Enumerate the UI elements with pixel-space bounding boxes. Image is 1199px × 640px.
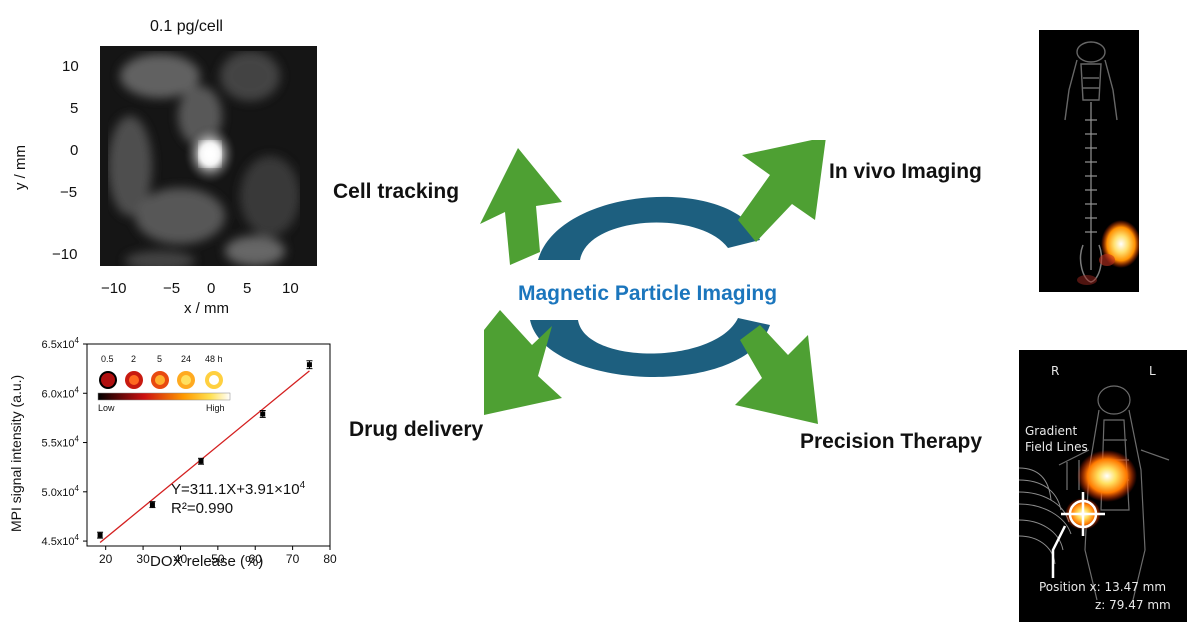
- center-title: Magnetic Particle Imaging: [518, 282, 778, 305]
- fit-r-squared: R²=0.990: [171, 500, 234, 517]
- data-point: [260, 411, 266, 417]
- cell-y-tick: −5: [60, 184, 78, 201]
- cell-tracking-heatmap: [100, 46, 317, 266]
- x-tick-label: 80: [323, 552, 337, 566]
- arrow-bottom-left: [484, 310, 562, 415]
- y-tick-label: 5.0x104: [42, 484, 80, 499]
- data-point: [198, 458, 204, 464]
- cell-y-tick: 0: [70, 142, 79, 159]
- field-label-line2: Field Lines: [1025, 440, 1088, 454]
- position-line1: Position x: 13.47 mm: [1039, 580, 1167, 594]
- time-label: 24: [181, 354, 192, 364]
- heat-dots: [99, 371, 223, 389]
- data-point: [149, 502, 155, 508]
- mpi-cycle-diagram: [480, 140, 826, 424]
- time-label: 2: [131, 354, 137, 364]
- plot-frame: [86, 343, 331, 547]
- field-label-line1: Gradient: [1025, 424, 1078, 438]
- cell-x-tick: 0: [207, 280, 216, 297]
- label-in-vivo-imaging: In vivo Imaging: [829, 160, 982, 183]
- chart-y-axis-label: MPI signal intensity (a.u.): [8, 374, 24, 532]
- cell-y-tick: 5: [70, 100, 79, 117]
- marker-left: L: [1149, 364, 1156, 378]
- time-label: 0.5: [101, 354, 114, 364]
- label-drug-delivery: Drug delivery: [349, 418, 484, 441]
- cell-x-tick: 10: [282, 280, 299, 297]
- arrow-top-right: [738, 140, 826, 242]
- color-scale-bar: [97, 392, 231, 401]
- arrow-top-left: [480, 148, 562, 265]
- label-precision-therapy: Precision Therapy: [800, 430, 983, 453]
- label-cell-tracking: Cell tracking: [333, 180, 460, 203]
- position-line2: z: 79.47 mm: [1095, 598, 1171, 612]
- time-label: 48 h: [205, 354, 223, 364]
- x-tick-label: 60: [249, 552, 263, 566]
- cell-y-tick: −10: [52, 246, 78, 263]
- data-point: [97, 532, 103, 538]
- cell-x-tick: −5: [163, 280, 181, 297]
- cell-y-axis-label: y / mm: [12, 145, 29, 190]
- y-tick-label: 6.5x104: [42, 336, 80, 351]
- x-tick-label: 70: [286, 552, 300, 566]
- x-tick-label: 30: [136, 552, 150, 566]
- x-tick-label: 40: [174, 552, 188, 566]
- cell-x-tick: 5: [243, 280, 252, 297]
- data-point: [306, 362, 312, 368]
- chart-x-axis-label: DOX release (%): [150, 553, 264, 570]
- y-tick-label: 4.5x104: [42, 533, 80, 548]
- upper-arc: [538, 196, 760, 260]
- cell-image-title: 0.1 pg/cell: [150, 18, 223, 35]
- x-tick-label: 20: [99, 552, 113, 566]
- x-tick-label: 50: [211, 552, 225, 566]
- time-label: 5: [157, 354, 163, 364]
- scale-high-label: High: [206, 403, 225, 413]
- drug-delivery-chart: 20 30 40 50 60 70 80 4.5x104 5.0x104 5.5x104 6.0x1…: [42, 336, 337, 566]
- precision-therapy-image: R L Gradient Field Lines Position x: 13.…: [1019, 350, 1187, 622]
- cell-x-axis-label: x / mm: [184, 300, 229, 317]
- cell-x-tick: −10: [101, 280, 127, 297]
- in-vivo-image: [1039, 30, 1139, 292]
- fit-line: [99, 370, 310, 544]
- y-tick-label: 6.0x104: [42, 385, 80, 400]
- arrow-bottom-right: [735, 325, 818, 424]
- scale-low-label: Low: [98, 403, 115, 413]
- cell-y-tick: 10: [62, 58, 79, 75]
- fit-equation: Y=311.1X+3.91×104: [171, 480, 306, 498]
- lower-arc: [530, 318, 770, 378]
- marker-right: R: [1051, 364, 1060, 378]
- y-tick-label: 5.5x104: [42, 435, 80, 450]
